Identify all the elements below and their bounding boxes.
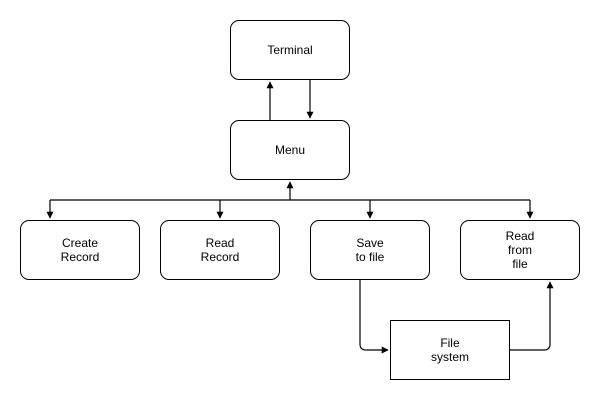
read-from-file-node: Read from file xyxy=(460,220,580,280)
edge-save-to-file-system xyxy=(359,280,389,354)
file-system-node: File system xyxy=(390,320,510,380)
read-from-file-label: Read from file xyxy=(505,229,535,271)
save-to-file-label: Save to file xyxy=(355,236,385,264)
terminal-label: Terminal xyxy=(267,43,313,57)
terminal-node: Terminal xyxy=(230,20,350,80)
create-record-label: Create Record xyxy=(60,236,100,264)
file-system-label: File system xyxy=(430,336,469,364)
create-record-node: Create Record xyxy=(20,220,140,280)
menu-label: Menu xyxy=(274,143,306,157)
read-record-label: Read Record xyxy=(200,236,240,264)
read-record-node: Read Record xyxy=(160,220,280,280)
edge-file-system-to-read-file xyxy=(510,281,554,351)
menu-node: Menu xyxy=(230,120,350,180)
save-to-file-node: Save to file xyxy=(310,220,430,280)
